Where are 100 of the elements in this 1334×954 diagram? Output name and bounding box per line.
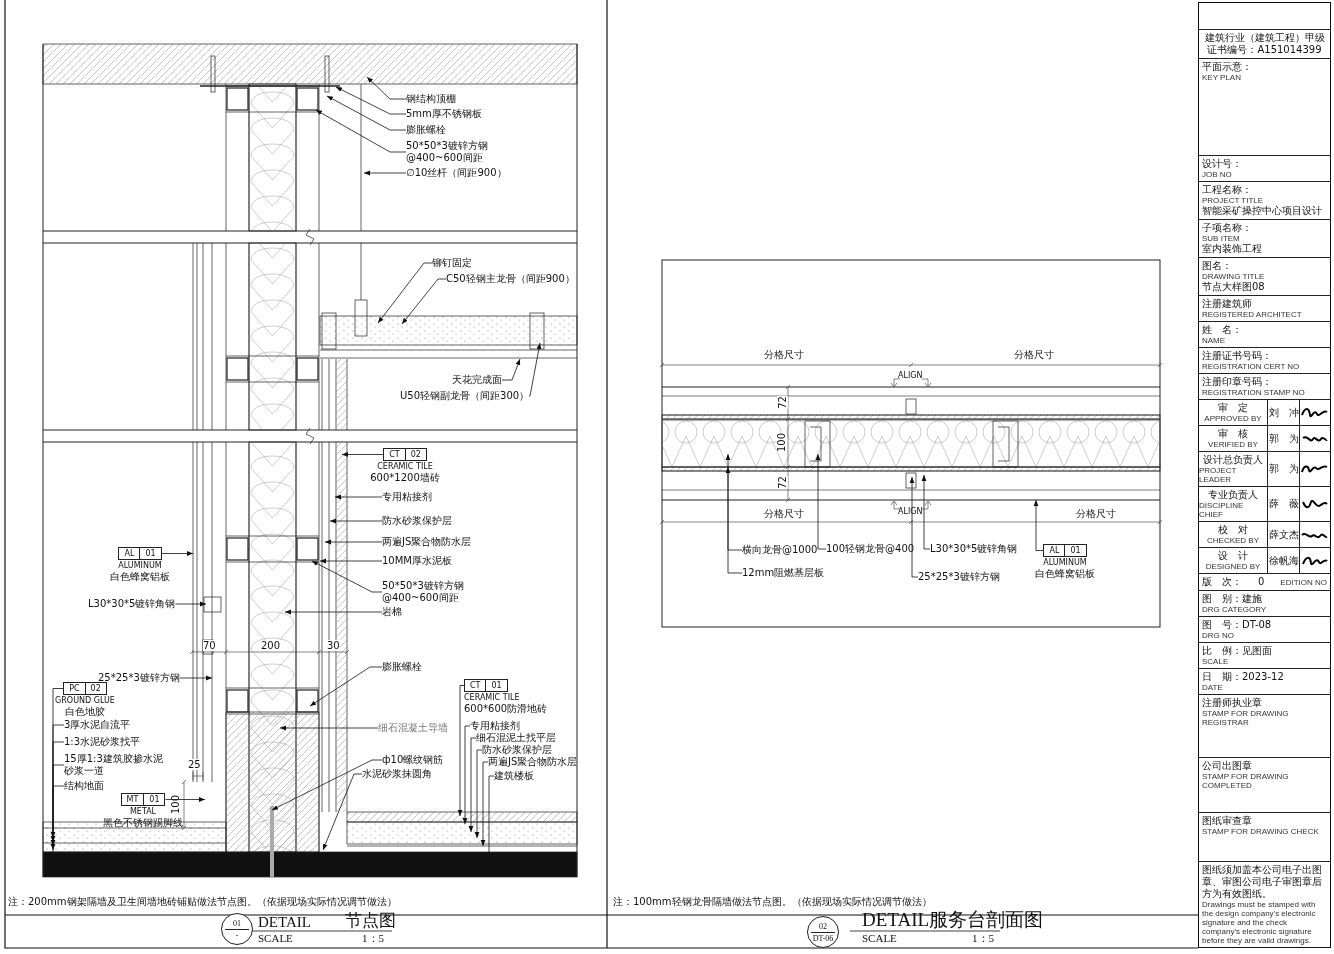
callout-label: 铆钉固定 [432,257,472,269]
material-number: 01 [1064,545,1086,556]
dimension-text: 分格尺寸 [1076,508,1116,519]
material-description: 白色蜂窝铝板 [110,571,170,583]
role-label: 审 定 [1218,402,1248,414]
note-text: 注：200mm钢架隔墙及卫生间墙地砖铺贴做法节点图。（依据现场实际情况调节做法） [8,896,397,907]
callout-label: 5mm厚不锈钢板 [406,108,482,120]
detail-number-circle [221,913,253,945]
person-name: 郭 为 [1268,432,1299,445]
material-description: 白色蜂窝铝板 [1035,568,1095,580]
detail-title: SCALE [258,932,293,945]
sheet-reference: DT-06 [812,933,834,943]
material-code: MT [125,794,140,805]
dimension-text: 25 [188,759,201,770]
field-label: 工程名称： [1202,184,1253,196]
material-code: AL [123,548,136,559]
dimension-text: 30 [327,640,340,651]
dimension-text: 100 [776,432,788,453]
role-label-english: CHECKED BY [1207,536,1259,545]
role-label-english: VERIFIED BY [1208,440,1258,449]
field-label: 子项名称： [1202,222,1253,234]
material-number: 01 [485,680,507,691]
callout-label: 100轻钢龙骨@400 [826,543,915,555]
dimension-text: ALIGN [898,372,923,381]
detail-title: DETAIL服务台剖面图 [862,910,1044,931]
callout-label: 两遍JS聚合物防水层 [488,756,578,768]
field-label-english: NAME [1202,336,1227,345]
detail-title: 1：5 [362,932,384,945]
role-label: 设 计 [1218,550,1248,562]
material-name: ALUMINUM [118,561,162,571]
field-label: 公司出图章 [1202,760,1253,772]
callout-label: 防水砂浆保护层 [382,515,452,527]
material-description: 600*600防滑地砖 [464,703,548,715]
field-label-english: DRAWING TITLE [1202,272,1266,281]
detail-number: 02 [819,921,827,931]
callout-label: 建筑楼板 [494,770,534,782]
detail-number: 01 [233,918,241,928]
dimension-text: ALIGN [898,508,923,517]
role-label-english: DESIGNED BY [1205,562,1261,571]
material-code: AL [1048,545,1061,556]
callout-label: 细石混泥土找平层 [476,732,556,744]
callout-label: 细石混凝土导墙 [378,722,448,734]
callout-label: ф10螺纹钢筋 [382,754,444,766]
material-number: 01 [139,548,161,559]
callout-label: 两遍JS聚合物防水层 [382,536,472,548]
role-label: 设计总负责人 [1203,454,1263,466]
field-label-english: JOB NO [1202,170,1233,179]
field-label: 注册印章号码： [1202,376,1273,388]
material-name: ALUMINUM [1043,558,1087,568]
material-code: CT [469,680,482,691]
material-code: CT [388,449,401,460]
field-label-english: STAMP FOR DRAWING COMPLETED [1202,772,1290,790]
material-number: 02 [84,683,106,694]
field-label-english: DATE [1202,683,1224,692]
material-name: METAL [129,807,157,817]
person-name: 薛 薇 [1268,498,1299,510]
material-name: CERAMIC TILE [377,462,433,472]
field-label-english: REGISTERED ARCHITECT [1202,310,1303,319]
sheet-reference: - [235,930,239,940]
detail-title: 节点图 [345,912,396,931]
callout-label: 10MM厚水泥板 [382,555,452,567]
callout-label: C50轻钢主龙骨（间距900） [446,273,575,285]
dimension-text: 分格尺寸 [1014,349,1054,360]
callout-label: 水泥砂浆抹圆角 [362,768,432,780]
callout-label: 专用粘接剂 [470,720,520,732]
field-label-english: KEY PLAN [1202,73,1242,82]
field-label: 注册师执业章 [1202,697,1263,709]
field-label: 图 号：DT-08 [1202,619,1273,631]
field-label: 版 次： [1202,576,1242,588]
callout-label: 25*25*3镀锌方钢 [918,571,1000,583]
role-label: 审 核 [1218,428,1248,440]
callout-label: 3厚水泥自流平 [64,719,131,731]
material-name: CERAMIC TILE [464,693,520,703]
field-label-english: SCALE [1202,657,1230,666]
field-label: 图 别：建施 [1202,593,1263,605]
callout-label: 天花完成面 [452,374,502,386]
callout-label: 12mm阻燃基层板 [742,567,825,579]
field-label: 平面示意： [1202,61,1253,73]
role-label: 校 对 [1218,524,1248,536]
callout-label: 专用粘接剂 [382,491,432,503]
callout-label: 50*50*3镀锌方钢 @400~600间距 [406,140,498,164]
validity-note: 图纸须加盖本公司电子出图章、审图公司电子审图章后方为有效图纸。 [1202,864,1323,900]
callout-label: 膨胀螺栓 [406,124,446,136]
detail-title: DETAIL [258,914,311,931]
field-label-english: DRG NO [1202,631,1235,640]
dimension-text: 分格尺寸 [764,349,804,360]
callout-label: 横向龙骨@1000 [742,544,818,556]
callout-label: L30*30*5镀锌角钢 [88,598,176,610]
field-label: 图纸审查章 [1202,815,1253,827]
material-name: GROUND GLUE [55,696,115,706]
callout-label: 50*50*3镀锌方钢 @400~600间距 [382,580,474,604]
certificate-text: 证书编号：A151014399 [1207,44,1322,56]
person-name: 刘 冲 [1268,406,1299,419]
dimension-text: 100 [170,794,182,815]
field-label: 日 期：2023-12 [1202,671,1285,683]
certificate-text: 建筑行业（建筑工程）甲级 [1204,32,1325,44]
field-label: 图名： [1202,260,1233,272]
field-label: 比 例：见图面 [1202,645,1273,657]
material-description: 黑色不锈钢踢脚线 [103,817,183,829]
dimension-text: 72 [776,396,788,409]
